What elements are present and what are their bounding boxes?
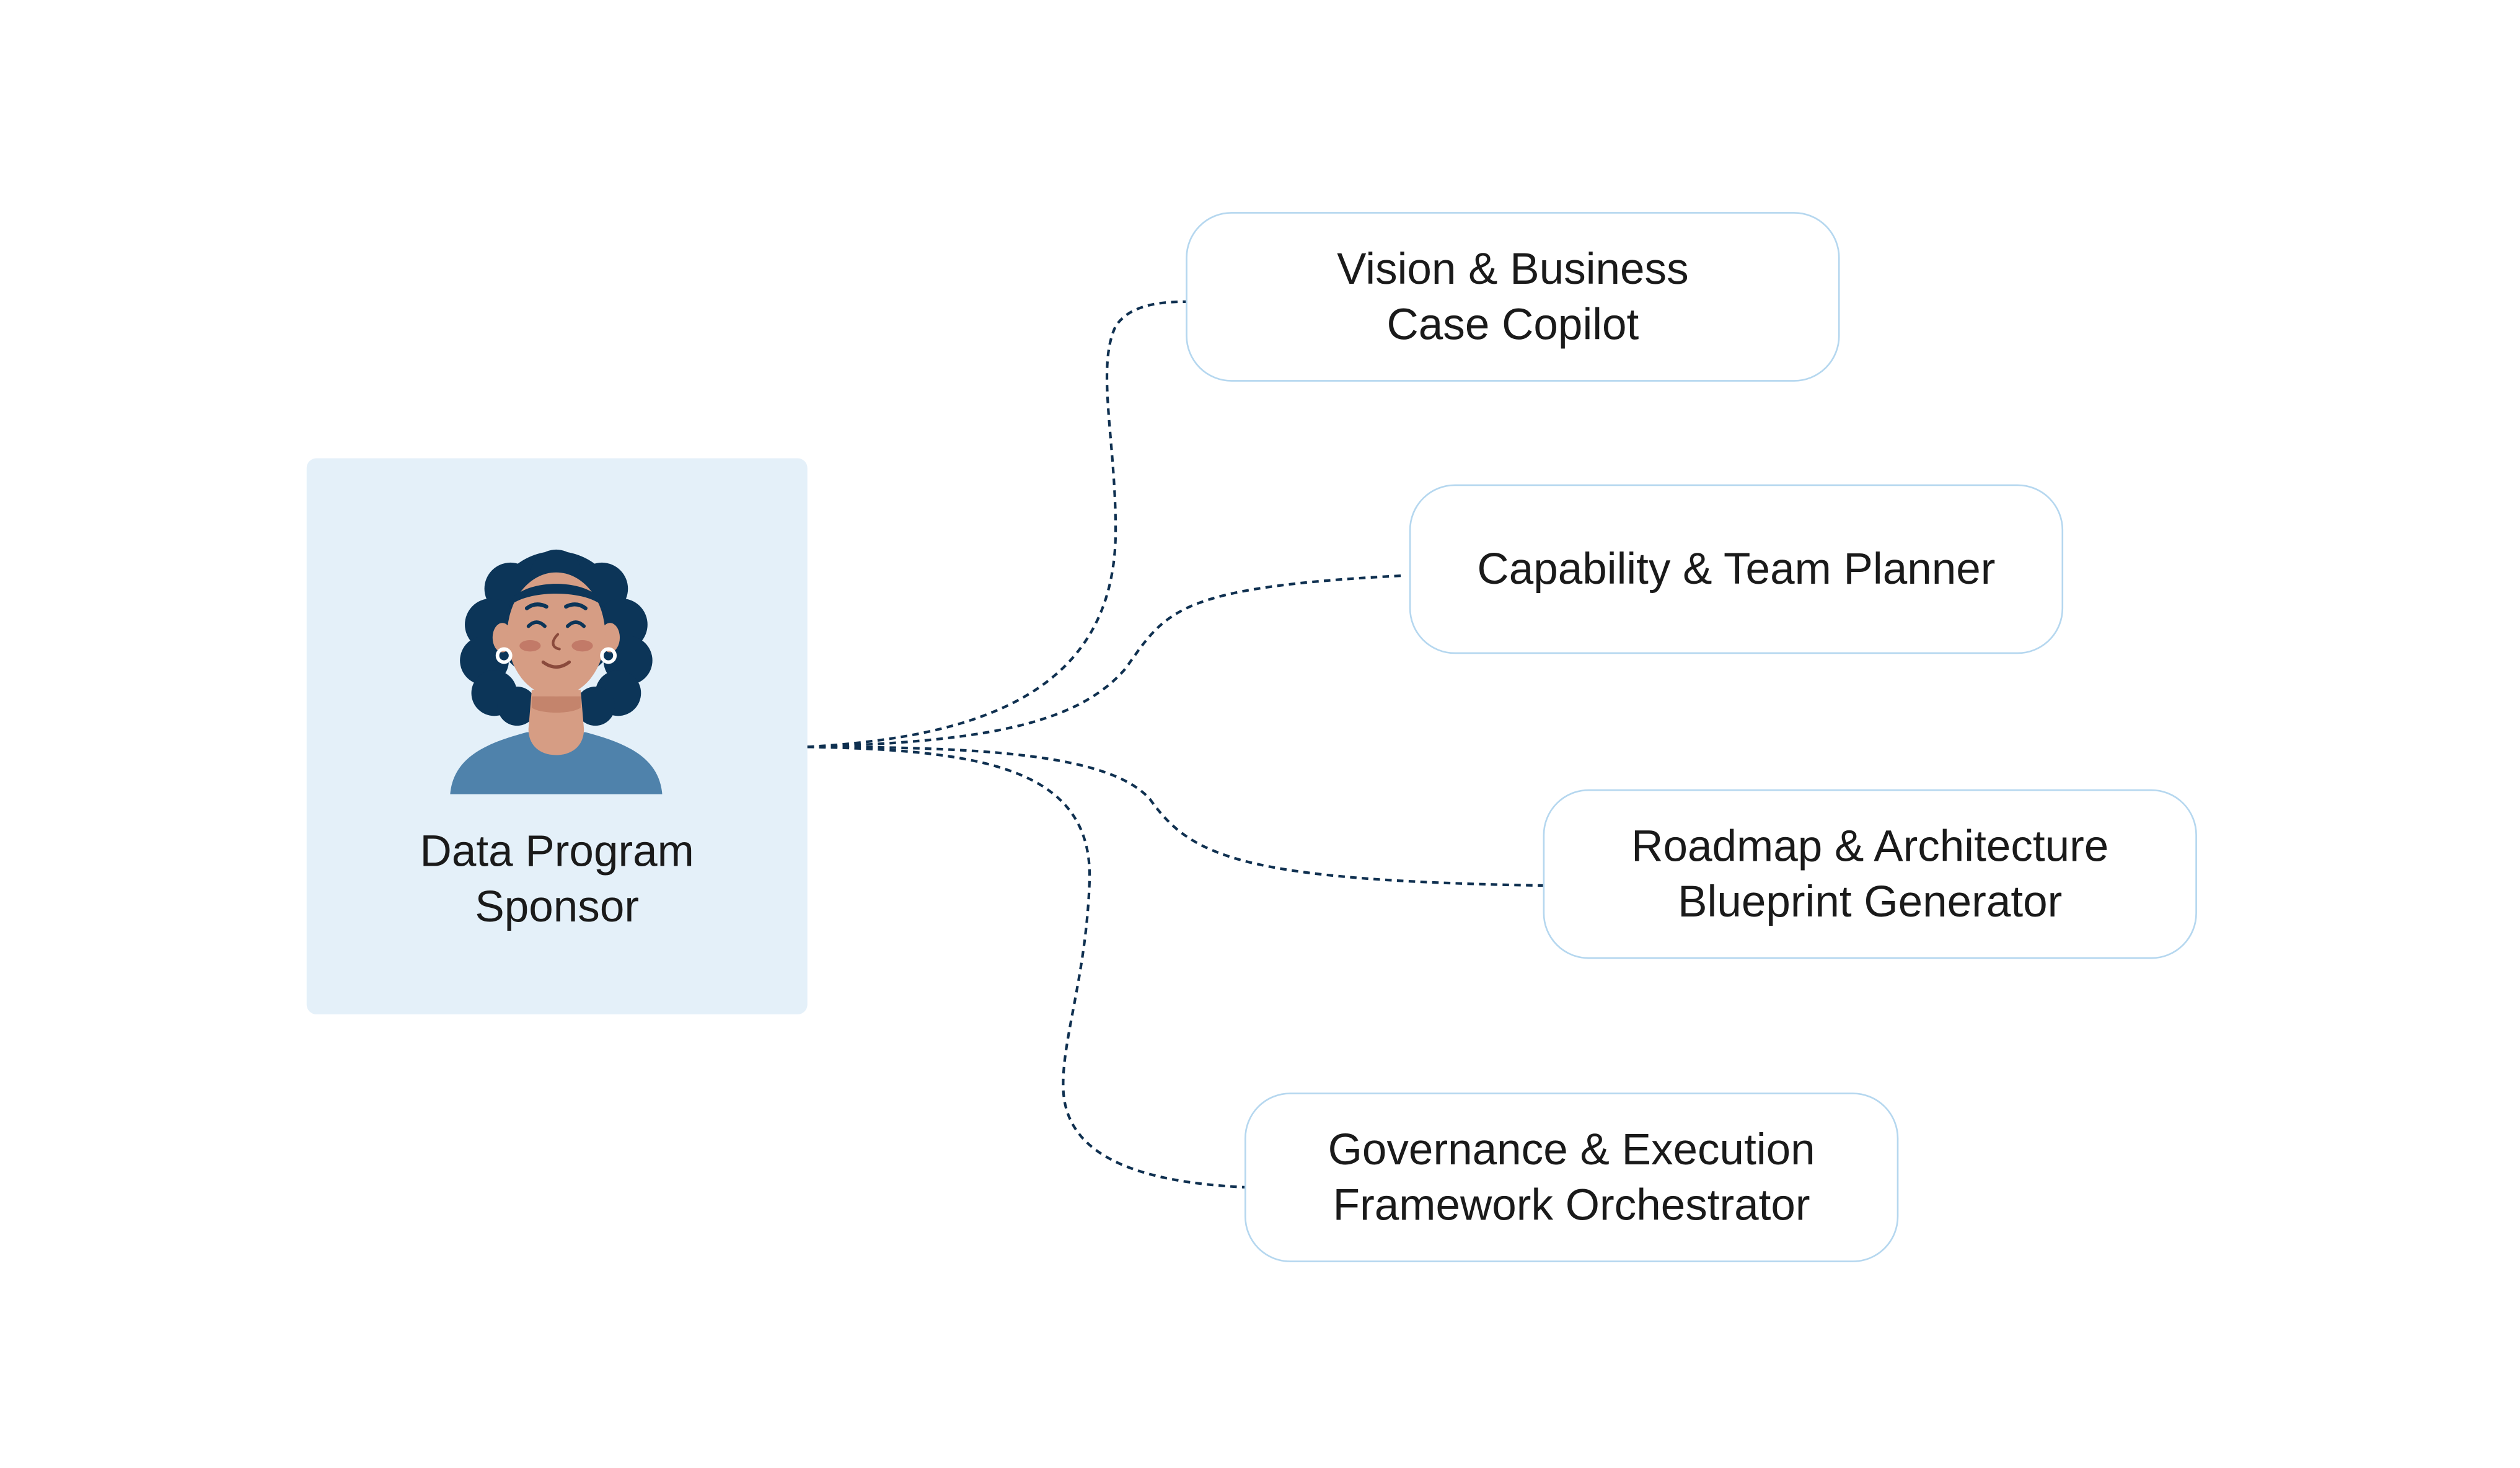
tool-node-roadmap-architecture[interactable]: Roadmap & Architecture Blueprint Generat… <box>1543 789 2197 959</box>
tool-node-capability-team-planner[interactable]: Capability & Team Planner <box>1409 484 2064 654</box>
tool-node-line1: Governance & Execution <box>1328 1125 1815 1174</box>
persona-card[interactable]: Data Program Sponsor <box>306 458 808 1014</box>
tool-node-line2: Blueprint Generator <box>1678 877 2063 926</box>
tool-node-line2: Framework Orchestrator <box>1333 1180 1810 1230</box>
tool-node-line1: Vision & Business <box>1337 244 1689 294</box>
tool-node-vision-business-case[interactable]: Vision & Business Case Copilot <box>1186 212 1840 382</box>
connector-to-roadmap <box>807 745 1543 887</box>
persona-title-line2: Sponsor <box>475 882 640 931</box>
persona-title: Data Program Sponsor <box>307 824 808 934</box>
connector-to-governance <box>807 745 1245 1189</box>
persona-title-line1: Data Program <box>420 827 694 876</box>
tool-node-line1: Roadmap & Architecture <box>1631 822 2109 871</box>
connector-to-vision <box>807 300 1186 749</box>
tool-node-line1: Capability & Team Planner <box>1477 544 1996 594</box>
tool-node-line2: Case Copilot <box>1386 300 1639 349</box>
woman-avatar-icon <box>450 549 663 794</box>
tool-node-governance-execution[interactable]: Governance & Execution Framework Orchest… <box>1244 1092 1899 1262</box>
